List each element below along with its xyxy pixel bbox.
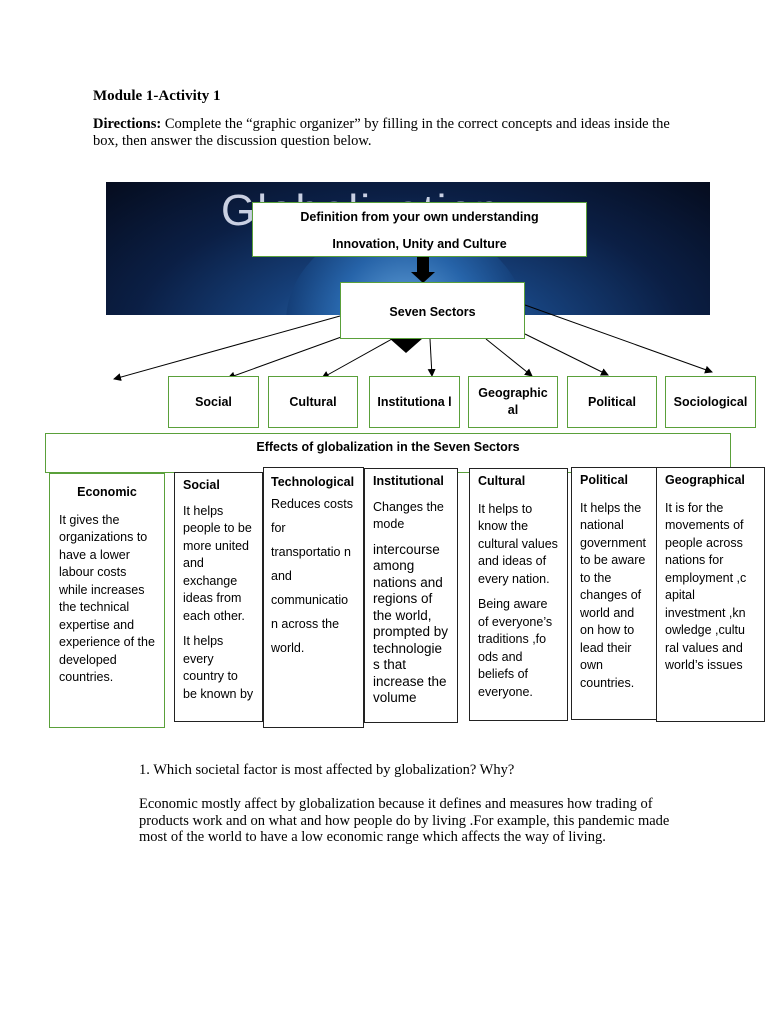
effect-geographical-title: Geographical — [665, 473, 745, 487]
effect-institutional-title: Institutional — [373, 474, 444, 488]
effects-heading: Effects of globalization in the Seven Se… — [256, 440, 520, 454]
sector-sociological: Sociological — [665, 376, 756, 428]
effect-geographical: Geographical It is for the movements of … — [656, 467, 765, 722]
discussion-answer: Economic mostly affect by globalization … — [139, 796, 670, 845]
sector-political: Political — [567, 376, 657, 428]
effect-social-title: Social — [183, 478, 220, 492]
seven-sectors-box: Seven Sectors — [340, 282, 525, 339]
effect-cultural-title: Cultural — [478, 474, 526, 488]
effect-political: Political It helps the national governme… — [571, 467, 658, 720]
effect-technological-text: Reduces costs for transportatio n and co… — [271, 497, 353, 655]
effect-geographical-text: It is for the movements of people across… — [665, 500, 747, 673]
activity-title: Module 1-Activity 1 — [93, 88, 221, 104]
effect-cultural: Cultural It helps to know the cultural v… — [469, 468, 568, 721]
sector-arrows — [105, 304, 715, 473]
sector-social: Social — [168, 376, 259, 428]
definition-answer: Innovation, Unity and Culture — [332, 237, 507, 251]
effect-technological: Technological Reduces costs for transpor… — [263, 467, 364, 728]
seven-sectors-label: Seven Sectors — [389, 305, 476, 319]
definition-box: Definition from your own understanding I… — [252, 202, 587, 257]
effect-economic-title: Economic — [77, 485, 137, 499]
effect-social: Social It helps people to be more united… — [174, 472, 263, 722]
effect-economic-text: It gives the organizations to have a low… — [59, 512, 155, 685]
big-arrow-down-icon — [411, 257, 435, 283]
directions-text: Directions: Complete the “graphic organi… — [93, 116, 683, 150]
effect-institutional-text-1: Changes the mode — [373, 499, 444, 532]
directions-label: Directions: — [93, 116, 162, 132]
effect-technological-title: Technological — [271, 475, 355, 489]
effect-institutional: Institutional Changes the mode intercour… — [364, 468, 458, 723]
sector-geographical: Geographic al — [468, 376, 558, 428]
definition-heading: Definition from your own understanding — [300, 210, 539, 224]
effect-cultural-text-2: Being aware of everyone’s traditions ,fo… — [478, 597, 553, 699]
directions-body: Complete the “graphic organizer” by fill… — [93, 116, 670, 149]
effect-institutional-text-2: intercourse among nations and regions of… — [373, 541, 449, 706]
discussion-question: 1. Which societal factor is most affecte… — [139, 762, 515, 778]
effect-social-text-2: It helps every country to be known by — [183, 634, 254, 701]
sector-cultural: Cultural — [268, 376, 358, 428]
effect-economic: Economic It gives the organizations to h… — [49, 473, 165, 728]
effect-cultural-text-1: It helps to know the cultural values and… — [478, 501, 558, 586]
effect-social-text-1: It helps people to be more united and ex… — [183, 503, 252, 623]
sector-institutional: Institutiona l — [369, 376, 460, 428]
effect-political-title: Political — [580, 473, 628, 487]
effect-political-text: It helps the national government to be a… — [580, 500, 647, 690]
